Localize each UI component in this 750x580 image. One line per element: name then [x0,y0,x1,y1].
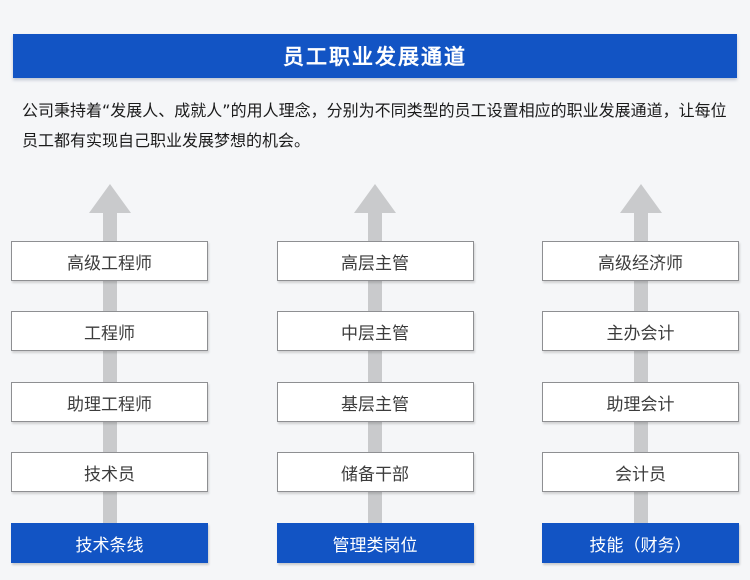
level-label: 技术员 [84,464,135,485]
channel-name: 技术条线 [75,535,144,556]
level-label: 高级工程师 [67,253,152,274]
channel-name: 管理类岗位 [332,535,418,556]
up-arrow-icon [354,184,396,213]
level-box: 储备干部 [276,452,474,492]
level-label: 助理会计 [606,394,675,415]
up-arrow-shaft [102,212,117,523]
career-column-technical: 高级工程师 工程师 助理工程师 技术员 技术条线 [11,180,208,563]
channel-base-label: 技术条线 [11,523,208,563]
intro-text: 公司秉持着“发展人、成就人”的用人理念，分别为不同类型的员工设置相应的职业发展通… [22,101,727,150]
level-box: 技术员 [11,452,208,492]
page-title: 员工职业发展通道 [283,45,467,69]
level-box: 会计员 [542,452,739,492]
channel-base-label: 管理类岗位 [276,523,474,563]
level-label: 主办会计 [606,323,675,344]
career-channels: 高级工程师 工程师 助理工程师 技术员 技术条线 高层主管 中层主管 基层主管 … [11,180,739,563]
level-label: 高层主管 [341,253,409,274]
level-box: 主办会计 [542,311,739,351]
career-column-management: 高层主管 中层主管 基层主管 储备干部 管理类岗位 [276,180,474,563]
level-label: 会计员 [615,464,666,485]
level-label: 助理工程师 [67,394,152,415]
level-box: 高层主管 [276,241,474,281]
level-label: 高级经济师 [598,253,683,274]
level-box: 工程师 [11,311,208,351]
level-box: 高级经济师 [542,241,739,281]
level-label: 储备干部 [341,464,409,485]
channel-base-label: 技能（财务） [542,523,739,563]
level-box: 助理工程师 [11,382,208,422]
level-label: 中层主管 [341,323,409,344]
up-arrow-icon [88,184,131,213]
level-box: 高级工程师 [11,241,208,281]
up-arrow-shaft [633,212,648,523]
career-column-finance-skill: 高级经济师 主办会计 助理会计 会计员 技能（财务） [542,180,739,563]
level-box: 助理会计 [542,382,739,422]
title-banner: 员工职业发展通道 [13,34,737,78]
up-arrow-shaft [368,212,382,523]
level-label: 工程师 [84,323,135,344]
up-arrow-icon [619,184,662,213]
level-box: 中层主管 [276,311,474,351]
level-label: 基层主管 [341,394,409,415]
channel-name: 技能（财务） [589,535,692,556]
level-box: 基层主管 [276,382,474,422]
